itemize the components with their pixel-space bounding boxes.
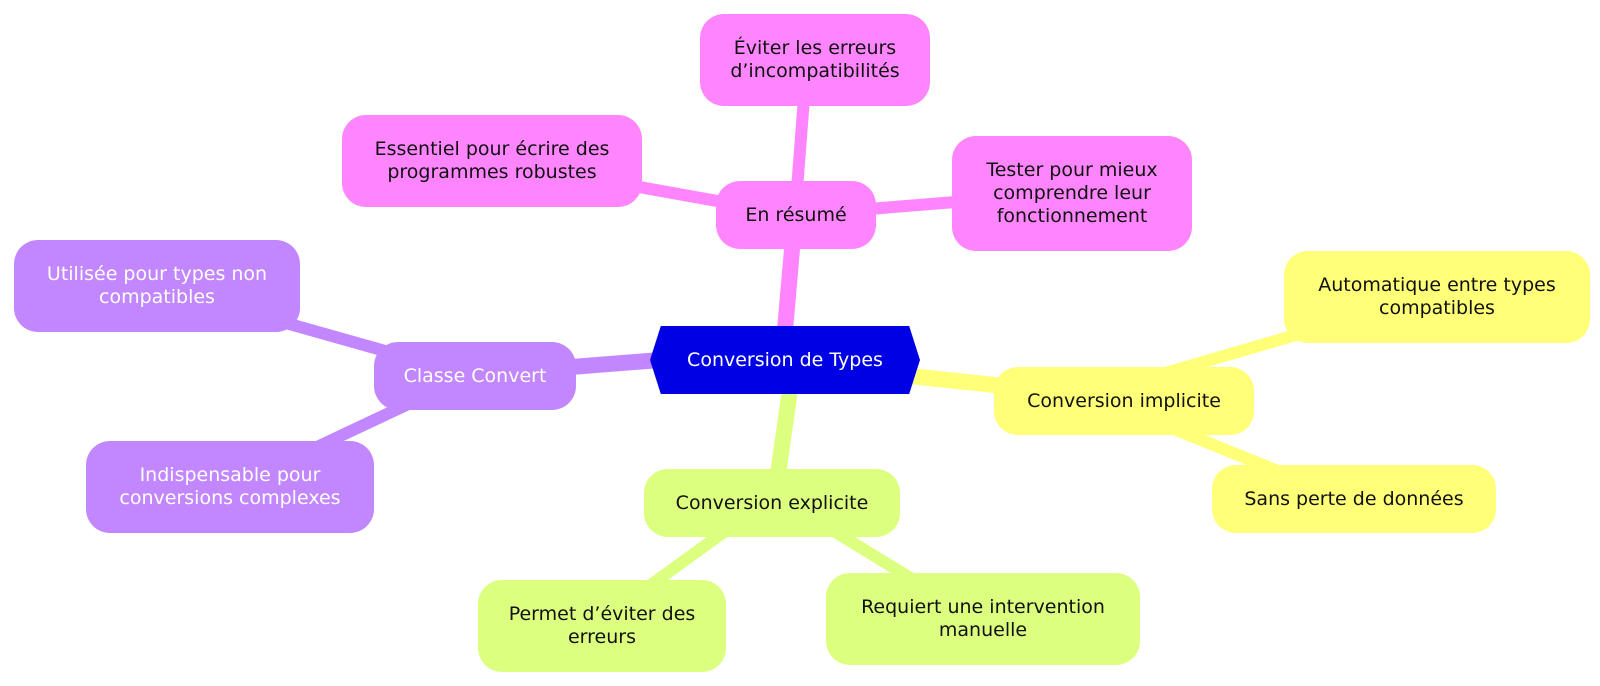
subtopic-tester: Tester pour mieux comprendre leur foncti… bbox=[952, 136, 1192, 251]
topic-implicite-label: Conversion implicite bbox=[1027, 389, 1221, 412]
subtopic-permet-eviter: Permet d’éviter des erreurs bbox=[478, 580, 726, 672]
subtopic-automatique: Automatique entre types compatibles bbox=[1284, 251, 1590, 343]
subtopic-sans-perte: Sans perte de données bbox=[1212, 465, 1496, 533]
topic-resume-label: En résumé bbox=[745, 203, 847, 226]
central-topic: Conversion de Types bbox=[650, 326, 920, 394]
subtopic-utilisee: Utilisée pour types non compatibles bbox=[14, 240, 300, 332]
topic-classe-convert: Classe Convert bbox=[374, 342, 576, 410]
topic-explicite-label: Conversion explicite bbox=[675, 491, 869, 514]
subtopic-eviter-erreurs: Éviter les erreurs d’incompatibilités bbox=[700, 14, 930, 106]
subtopic-label: Requiert une intervention manuelle bbox=[861, 596, 1105, 641]
subtopic-label: Permet d’éviter des erreurs bbox=[508, 603, 696, 648]
subtopic-label: Essentiel pour écrire des programmes rob… bbox=[374, 138, 610, 183]
subtopic-label: Automatique entre types compatibles bbox=[1318, 274, 1556, 319]
topic-conversion-explicite: Conversion explicite bbox=[644, 469, 900, 537]
subtopic-essentiel: Essentiel pour écrire des programmes rob… bbox=[342, 115, 642, 207]
subtopic-label: Éviter les erreurs d’incompatibilités bbox=[730, 37, 900, 82]
topic-convert-label: Classe Convert bbox=[403, 364, 547, 387]
subtopic-label: Indispensable pour conversions complexes bbox=[119, 464, 341, 509]
central-topic-label: Conversion de Types bbox=[687, 349, 883, 371]
subtopic-label: Tester pour mieux comprendre leur foncti… bbox=[986, 159, 1158, 227]
subtopic-label: Utilisée pour types non compatibles bbox=[46, 263, 268, 308]
topic-resume: En résumé bbox=[716, 181, 876, 249]
subtopic-label: Sans perte de données bbox=[1244, 487, 1464, 510]
topic-conversion-implicite: Conversion implicite bbox=[994, 367, 1254, 435]
subtopic-requiert: Requiert une intervention manuelle bbox=[826, 573, 1140, 665]
subtopic-indispensable: Indispensable pour conversions complexes bbox=[86, 441, 374, 533]
